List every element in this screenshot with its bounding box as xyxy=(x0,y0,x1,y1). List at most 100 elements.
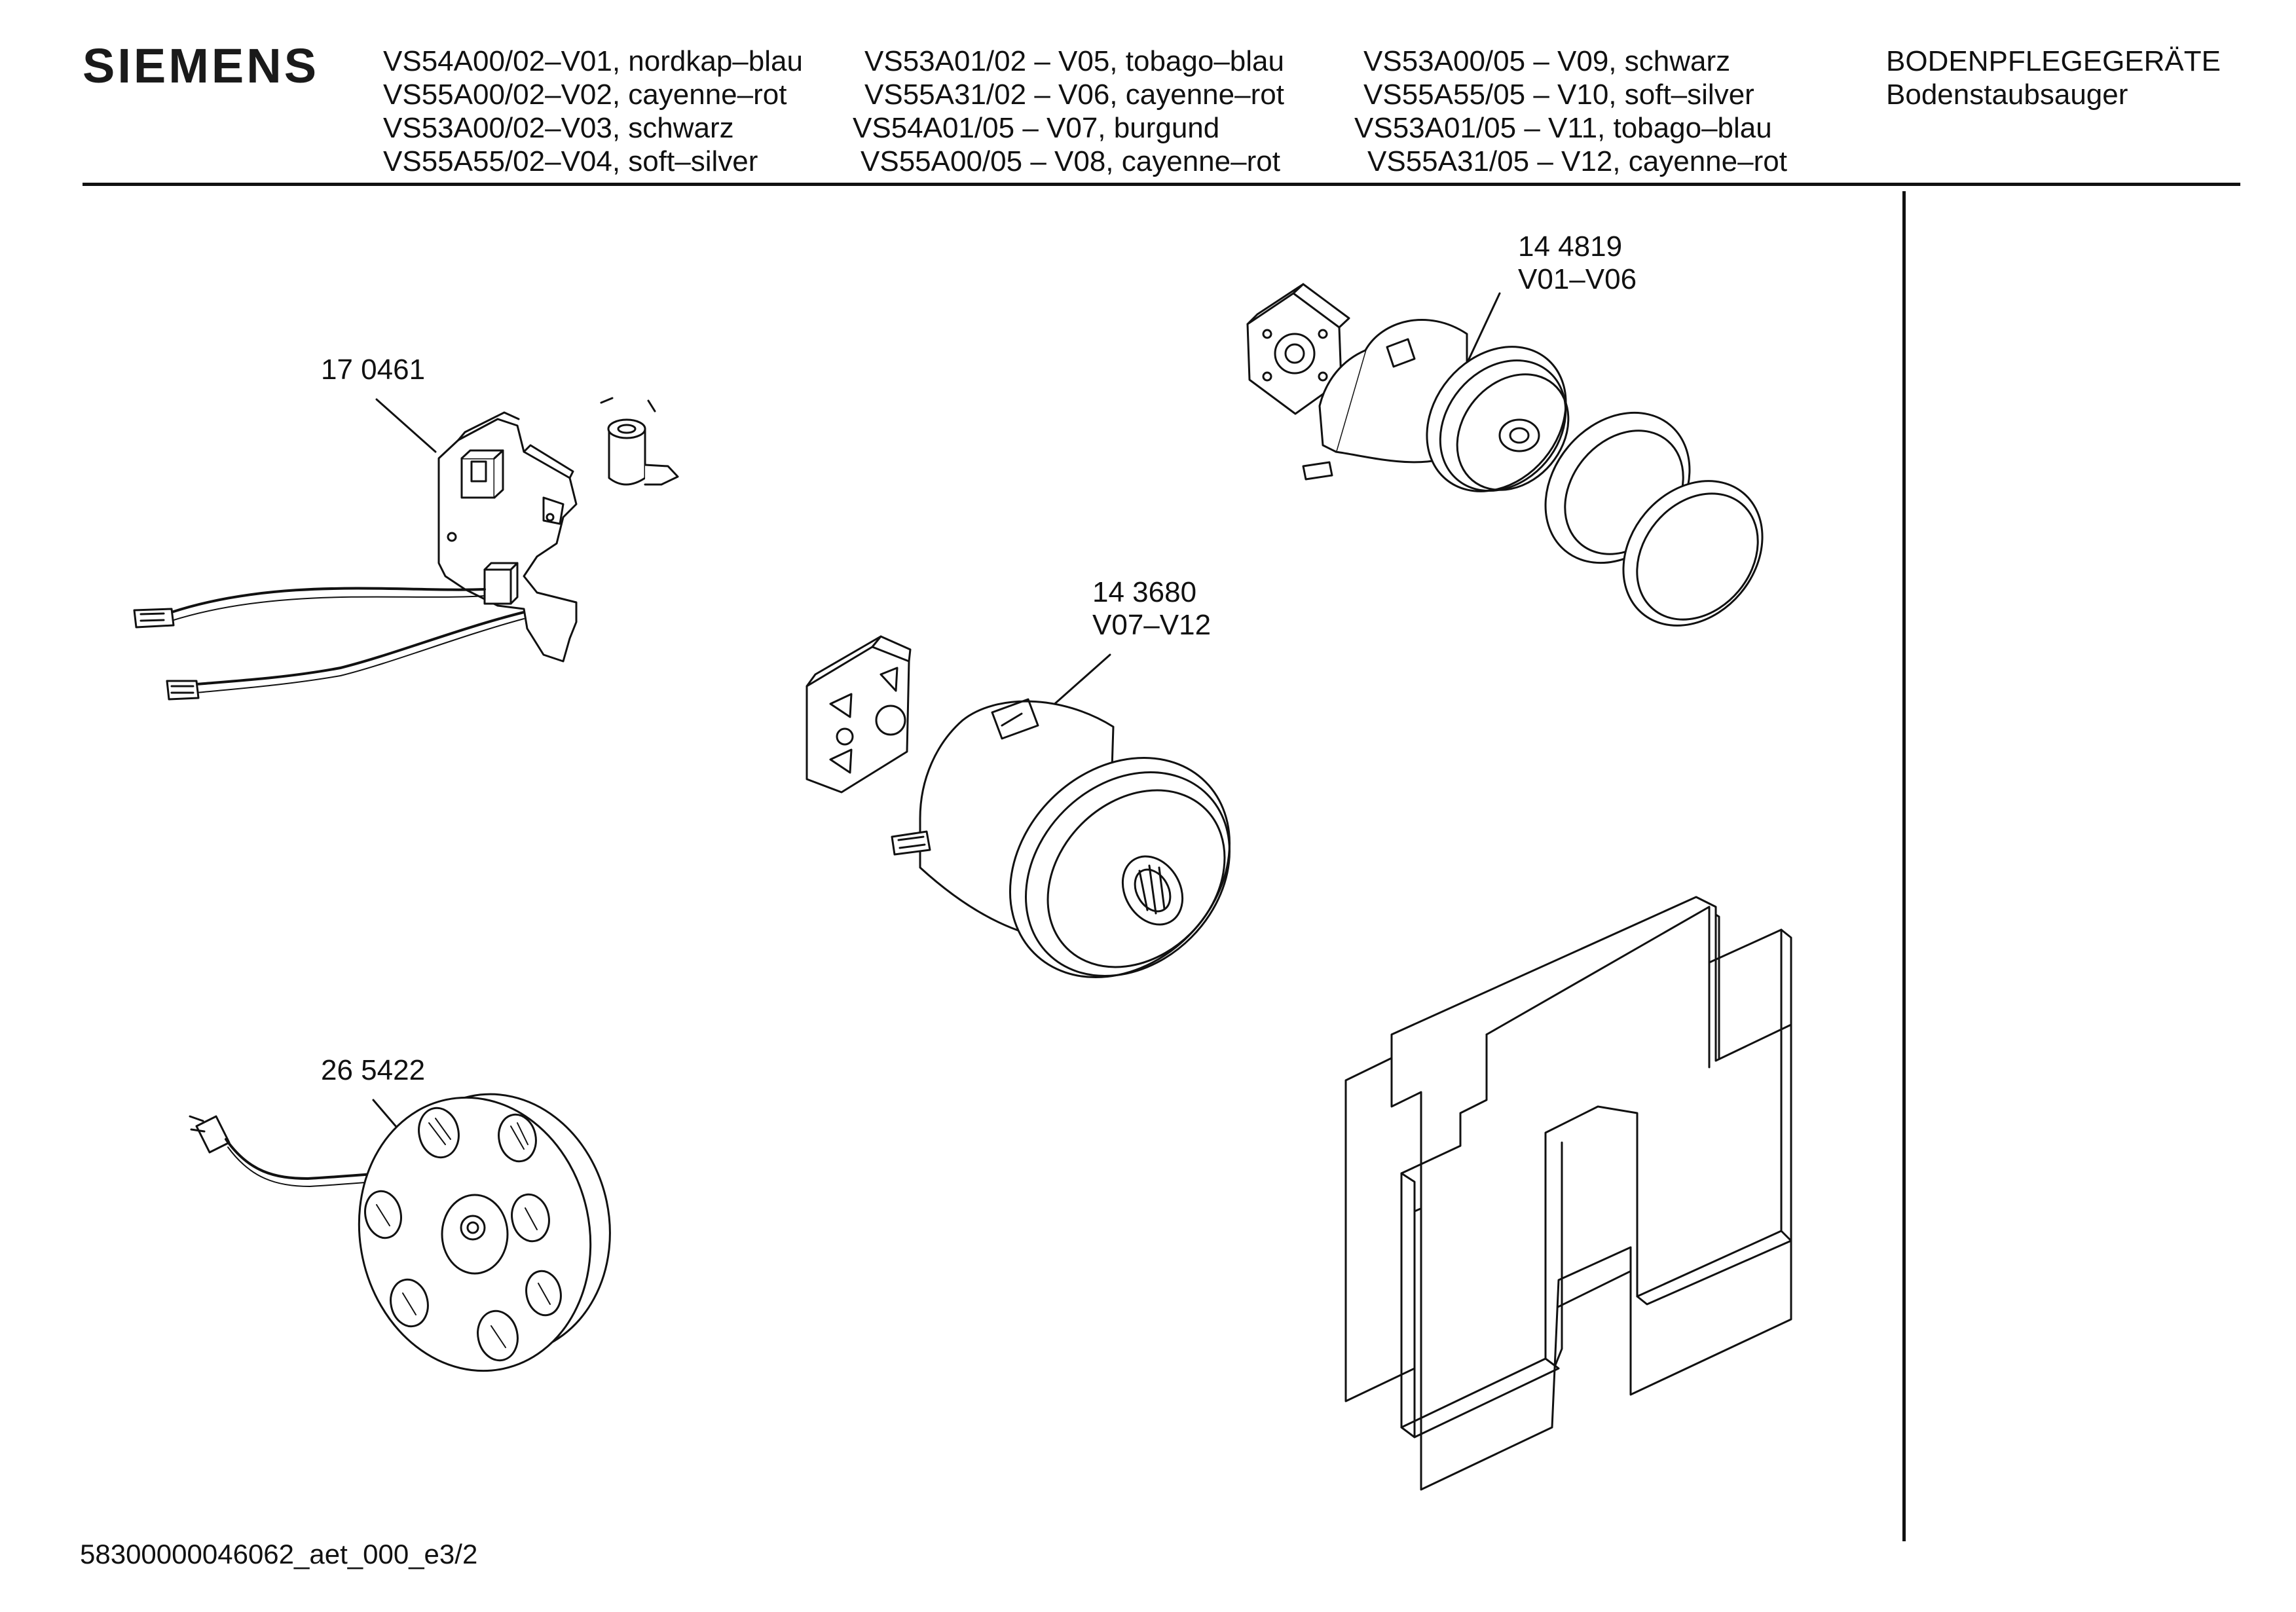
switch-board-drawing xyxy=(134,399,576,699)
category-subtitle: Bodenstaubsauger xyxy=(1886,79,2128,111)
part-label-switch-board: 17 0461 xyxy=(321,354,425,386)
switch-block xyxy=(462,458,494,498)
category-block: BODENPFLEGEGERÄTE Bodenstaubsauger xyxy=(1886,45,2221,111)
terminal-detail xyxy=(898,837,925,848)
connector-detail xyxy=(141,614,164,621)
part-number: 14 3680 xyxy=(1092,576,1197,608)
fan-inlet xyxy=(1111,845,1194,935)
variant-entry: VS55A00/02–V02, cayenne–rot xyxy=(383,79,787,111)
fan-housing-rim xyxy=(1415,335,1592,516)
motor-label xyxy=(992,699,1038,739)
clamp-ring xyxy=(1595,453,1791,653)
variant-entry: VS55A55/05 – V10, soft–silver xyxy=(1363,79,1754,111)
plate-cutout xyxy=(830,750,851,773)
fan-blades xyxy=(1139,866,1164,913)
wire xyxy=(196,619,524,693)
plate-hole xyxy=(1275,334,1314,373)
reel-hole xyxy=(522,1268,565,1318)
category-title: BODENPFLEGEGERÄTE xyxy=(1886,45,2221,77)
part-label-motor-v01: 14 4819 V01–V06 xyxy=(1518,230,1637,296)
reel-front xyxy=(334,1076,616,1393)
reel-hole xyxy=(361,1188,405,1241)
hole xyxy=(448,533,456,541)
variant-entry: VS55A31/05 – V12, cayenne–rot xyxy=(1367,145,1787,177)
foam-thickness xyxy=(1401,1173,1415,1437)
reel-hole xyxy=(473,1308,522,1365)
plate-screw xyxy=(1263,373,1271,380)
plate-screw xyxy=(1263,330,1271,338)
wire xyxy=(172,589,485,612)
plug-pins xyxy=(190,1116,204,1131)
cable-reel-drawing xyxy=(190,1073,634,1393)
part-number: 17 0461 xyxy=(321,354,426,386)
part-number: 26 5422 xyxy=(321,1054,426,1086)
component-block xyxy=(485,570,511,604)
drawing-code: 58300000046062_aet_000_e3/2 xyxy=(80,1539,478,1569)
component-side xyxy=(511,563,517,604)
label-detail xyxy=(1002,714,1022,725)
plate-edge xyxy=(524,445,573,478)
variant-entry: VS55A55/02–V04, soft–silver xyxy=(383,145,758,177)
variant-entry: VS53A01/05 – V11, tobago–blau xyxy=(1354,112,1772,144)
part-number: 14 4819 xyxy=(1518,230,1623,263)
variant-column-3: VS53A00/05 – V09, schwarz VS55A55/05 – V… xyxy=(1354,45,1787,178)
plate-cutout xyxy=(830,694,851,717)
switch-button xyxy=(472,462,486,481)
plate-edge xyxy=(1303,284,1349,327)
motor-v07-drawing xyxy=(807,636,1274,1021)
reel-hole xyxy=(386,1276,432,1330)
motor-terminal xyxy=(892,832,930,854)
reel-axle xyxy=(461,1216,485,1239)
variant-entry: VS55A00/05 – V08, cayenne–rot xyxy=(861,145,1280,177)
motor-body-side xyxy=(1320,350,1365,452)
fan-hub xyxy=(1500,420,1539,451)
fan-housing-rim xyxy=(1434,352,1591,513)
motor-v01-drawing xyxy=(1248,284,1791,653)
part-variants: V01–V06 xyxy=(1518,263,1637,295)
plate-edge xyxy=(458,412,519,440)
variant-entry: VS53A00/05 – V09, schwarz xyxy=(1363,45,1731,77)
foam-cut xyxy=(1555,1143,1562,1365)
plate-edge xyxy=(1248,284,1303,324)
fan-housing xyxy=(1398,319,1595,519)
fan-hub-inner xyxy=(1510,428,1528,443)
wire-connector xyxy=(167,681,198,699)
variant-entry: VS53A00/02–V03, schwarz xyxy=(383,112,734,144)
variant-entry: VS53A01/02 – V05, tobago–blau xyxy=(864,45,1284,77)
variant-entry: VS54A01/05 – V07, burgund xyxy=(853,112,1220,144)
foam-pad-drawing xyxy=(1346,897,1791,1490)
variant-column-1: VS54A00/02–V01, nordkap–blau VS55A00/02–… xyxy=(383,45,803,178)
plate-hole xyxy=(876,706,905,735)
tab xyxy=(544,498,563,524)
connector-detail xyxy=(172,686,193,693)
coil-body xyxy=(609,429,645,485)
reel-hole xyxy=(508,1191,553,1245)
variant-entry: VS55A31/02 – V06, cayenne–rot xyxy=(864,79,1284,111)
part-label-cable-reel: 26 5422 xyxy=(321,1054,425,1087)
hole xyxy=(547,514,553,521)
coil-leads xyxy=(601,398,655,411)
header-divider xyxy=(83,183,2240,186)
reel-hole xyxy=(494,1111,540,1165)
wire-connector xyxy=(134,609,174,627)
leader-line xyxy=(1467,293,1500,363)
fan-housing-rim xyxy=(1012,754,1260,1002)
plate-cutout xyxy=(881,668,897,691)
reel-hatching xyxy=(377,1118,550,1347)
fan-housing-rim xyxy=(985,731,1271,1017)
plug xyxy=(196,1116,229,1152)
coil-top xyxy=(608,420,645,438)
reel-hole xyxy=(415,1105,463,1162)
reel-axle-inner xyxy=(468,1222,478,1233)
brand-logo: SIEMENS xyxy=(83,39,320,93)
motor-terminal xyxy=(1303,462,1332,479)
switch-side xyxy=(494,450,503,498)
plate-edge xyxy=(807,636,881,686)
reel-hub xyxy=(442,1195,508,1273)
plate-screw xyxy=(837,729,853,744)
coil-core xyxy=(618,425,635,433)
variant-column-2: VS53A01/02 – V05, tobago–blau VS55A31/02… xyxy=(853,45,1284,178)
foam-thickness xyxy=(1637,1241,1791,1304)
motor-label xyxy=(1387,339,1415,367)
plate-edge xyxy=(881,636,910,661)
